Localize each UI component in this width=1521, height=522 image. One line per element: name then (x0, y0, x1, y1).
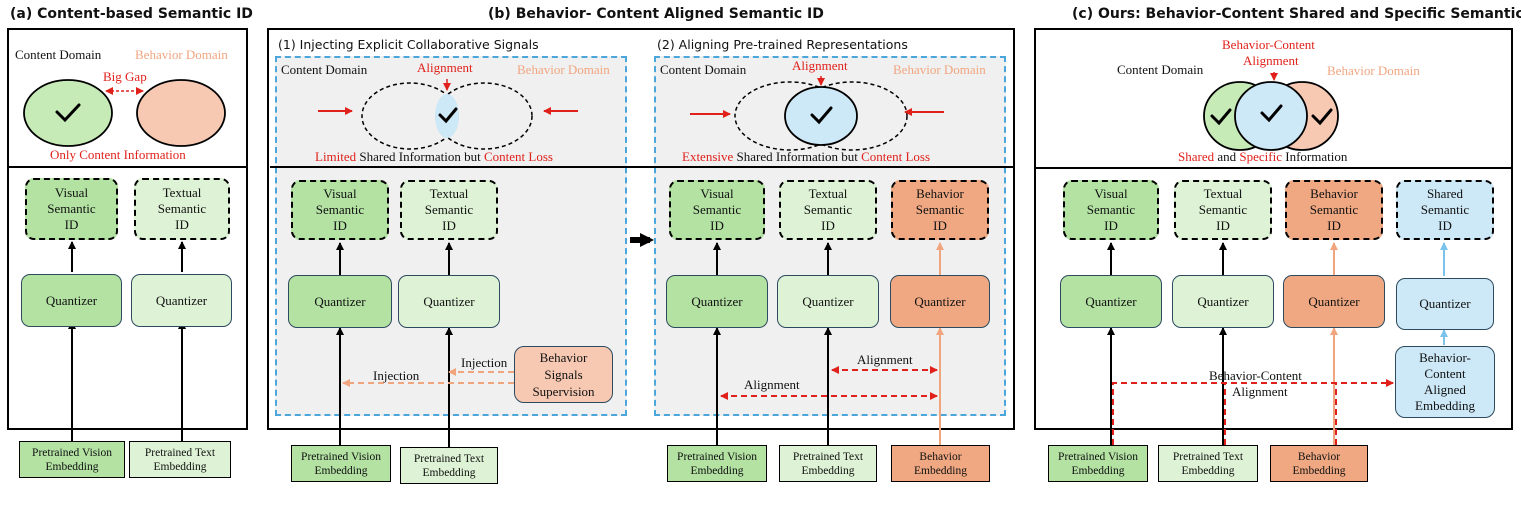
panel-a (7, 28, 248, 430)
c-behavior-embedding: Behavior Embedding (1270, 445, 1368, 482)
b2-behavior-embedding: Behavior Embedding (891, 445, 990, 482)
b1-caption: Limited Shared Information but Content L… (315, 149, 553, 164)
c-pretrained-vision-embedding: Pretrained Vision Embedding (1048, 445, 1148, 482)
text-quantizer: Quantizer (131, 274, 232, 327)
b2-behavior-domain: Behavior Domain (893, 62, 986, 77)
visual-quantizer: Quantizer (21, 274, 122, 327)
c-behavior-quantizer: Quantizer (1283, 275, 1385, 328)
b1-behavior-signals-supervision: Behavior Signals Supervision (514, 346, 613, 403)
b2-behavior-quantizer: Quantizer (890, 275, 990, 328)
panel-b-divider (270, 166, 1013, 168)
b2-visual-quantizer: Quantizer (666, 275, 768, 328)
panel-c-divider (1034, 167, 1513, 169)
pretrained-vision-embedding: Pretrained Vision Embedding (19, 441, 125, 478)
c-behavior-domain: Behavior Domain (1327, 63, 1420, 78)
b2-textual-semantic-id: Textual Semantic ID (779, 180, 877, 240)
check-icon (1210, 108, 1232, 126)
check-icon (55, 103, 81, 123)
c-visual-semantic-id: Visual Semantic ID (1063, 180, 1159, 240)
textual-semantic-id: Textual Semantic ID (134, 178, 230, 240)
check-icon (438, 107, 458, 124)
panel-a-divider (7, 166, 248, 168)
c-text-quantizer: Quantizer (1172, 275, 1274, 328)
pretrained-text-embedding: Pretrained Text Embedding (129, 441, 231, 478)
panel-b1-title: (1) Injecting Explicit Collaborative Sig… (278, 37, 539, 52)
c-pretrained-text-embedding: Pretrained Text Embedding (1158, 445, 1258, 482)
b1-content-domain: Content Domain (281, 62, 368, 77)
b1-pretrained-vision-embedding: Pretrained Vision Embedding (291, 445, 391, 482)
b1-text-quantizer: Quantizer (398, 275, 500, 328)
panel-a-content-ellipse (23, 79, 113, 147)
panel-a-behavior-domain: Behavior Domain (135, 47, 228, 62)
b1-visual-quantizer: Quantizer (288, 275, 392, 328)
b1-textual-semantic-id: Textual Semantic ID (400, 180, 498, 240)
b2-alignment-2: Alignment (744, 377, 800, 392)
c-textual-semantic-id: Textual Semantic ID (1174, 180, 1272, 240)
b2-text-quantizer: Quantizer (777, 275, 879, 328)
b2-intersection (784, 86, 858, 146)
c-behavior-semantic-id: Behavior Semantic ID (1285, 180, 1383, 240)
panel-a-caption: Only Content Information (50, 147, 186, 162)
panel-a-big-gap: Big Gap (103, 69, 147, 84)
b1-visual-semantic-id: Visual Semantic ID (291, 180, 389, 240)
c-visual-quantizer: Quantizer (1060, 275, 1162, 328)
b1-behavior-domain: Behavior Domain (517, 62, 610, 77)
panel-a-title: (a) Content-based Semantic ID (10, 6, 253, 22)
b2-alignment: Alignment (792, 58, 848, 73)
b2-pretrained-text-embedding: Pretrained Text Embedding (779, 445, 877, 482)
c-shared-semantic-id: Shared Semantic ID (1396, 180, 1494, 240)
c-content-domain: Content Domain (1117, 62, 1204, 77)
c-bc-alignment-line1: Behavior-Content (1209, 368, 1302, 383)
panel-b (267, 28, 1015, 430)
panel-a-behavior-ellipse (136, 79, 226, 147)
check-icon (1260, 104, 1283, 123)
panel-c-title: (c) Ours: Behavior-Content Shared and Sp… (1072, 6, 1521, 22)
c-shared-quantizer: Quantizer (1396, 278, 1494, 330)
panel-b-title: (b) Behavior- Content Aligned Semantic I… (488, 6, 824, 22)
panel-a-content-domain: Content Domain (15, 47, 102, 62)
c-alignment-top-line1: Behavior-Content (1222, 37, 1315, 52)
c-caption: Shared and Specific Information (1178, 149, 1348, 164)
b2-visual-semantic-id: Visual Semantic ID (669, 180, 765, 240)
check-icon (1311, 108, 1333, 126)
b2-alignment-1: Alignment (857, 352, 913, 367)
b2-behavior-semantic-id: Behavior Semantic ID (891, 180, 989, 240)
b2-pretrained-vision-embedding: Pretrained Vision Embedding (667, 445, 767, 482)
b2-content-domain: Content Domain (660, 62, 747, 77)
c-behavior-content-aligned-embedding: Behavior- Content Aligned Embedding (1395, 346, 1495, 418)
c-bc-alignment-line2: Alignment (1232, 384, 1288, 399)
panel-b2-title: (2) Aligning Pre-trained Representations (657, 37, 908, 52)
c-alignment-top-line2: Alignment (1243, 53, 1299, 68)
b2-caption: Extensive Shared Information but Content… (682, 149, 931, 164)
b1-injection-1: Injection (461, 355, 508, 370)
visual-semantic-id: Visual Semantic ID (25, 178, 118, 240)
panel-c (1034, 28, 1513, 430)
b1-injection-2: Injection (373, 368, 420, 383)
b1-pretrained-text-embedding: Pretrained Text Embedding (400, 447, 498, 484)
b1-alignment: Alignment (417, 60, 473, 75)
check-icon (810, 106, 833, 125)
